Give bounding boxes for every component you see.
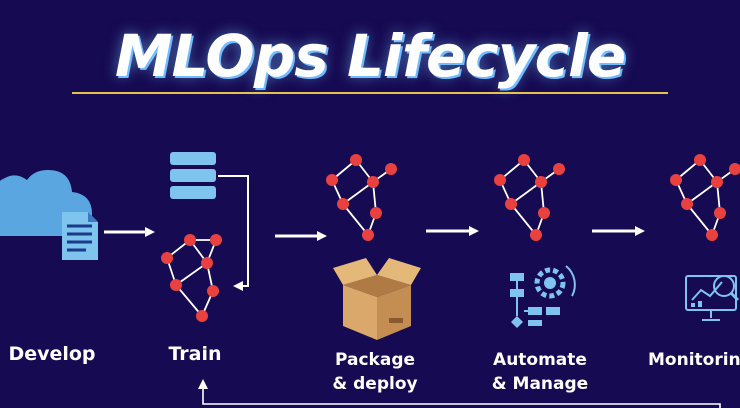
stage-label-train: Train	[150, 342, 240, 366]
stage-label-automate: Automate & Manage	[478, 348, 602, 396]
neural-network-icon	[670, 154, 740, 241]
title-underline	[72, 92, 668, 94]
database-icon	[170, 152, 216, 199]
stage-label-package: Package & deploy	[320, 348, 430, 396]
stage-label-line: Monitoring	[648, 350, 740, 370]
neural-network-icon	[326, 154, 397, 241]
arrow-data-to-model	[218, 175, 249, 291]
workflow-gear-icon	[510, 265, 576, 328]
stage-label-monitoring: Monitoring	[648, 348, 740, 372]
box-icon	[333, 258, 421, 340]
neural-network-icon	[161, 234, 222, 322]
stage-label-line: & Manage	[491, 374, 589, 394]
monitor-chart-icon	[685, 275, 740, 321]
diagram-title: MLOps Lifecycle	[114, 22, 626, 90]
stage-label-line: Train	[168, 343, 222, 365]
stage-label-line: & deploy	[332, 374, 418, 394]
stage-label-line: Develop	[8, 343, 96, 365]
stage-label-line: Package	[334, 350, 416, 370]
stage-label-develop: Develop	[0, 342, 104, 366]
stage-label-line: Automate	[493, 350, 587, 370]
neural-network-icon	[494, 154, 565, 241]
document-icon	[62, 212, 98, 260]
feedback-loop-arrow	[198, 379, 721, 408]
